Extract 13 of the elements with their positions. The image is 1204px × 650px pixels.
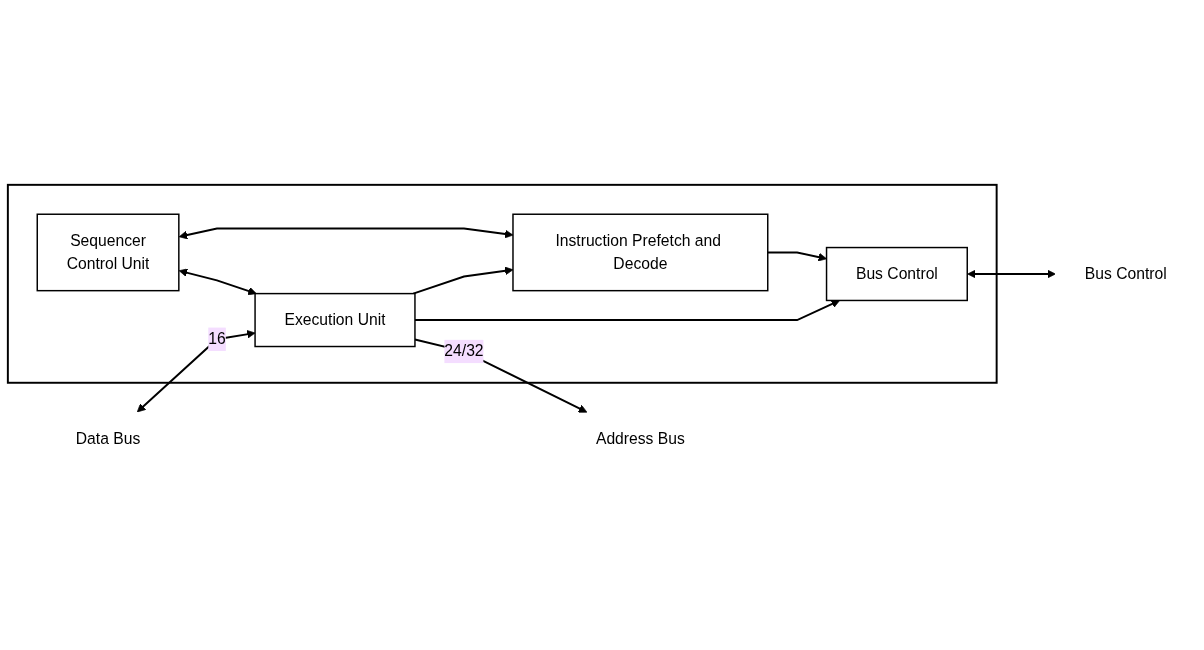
edge-label: 24/32 (444, 342, 484, 360)
node-box: Execution Unit (254, 292, 416, 348)
node-box: Sequencer Control Unit (36, 213, 180, 292)
node-box: Bus Control (825, 246, 968, 302)
node-text: Data Bus (75, 429, 141, 447)
arrow (967, 269, 1056, 279)
node-text: Bus Control (1084, 265, 1167, 282)
edge-label: 16 (208, 330, 226, 348)
node-text: Address Bus (595, 429, 685, 447)
arrow (178, 268, 257, 296)
node-box: Instruction Prefetch and Decode (512, 213, 769, 292)
arrow (136, 330, 256, 413)
cluster (6, 183, 998, 384)
